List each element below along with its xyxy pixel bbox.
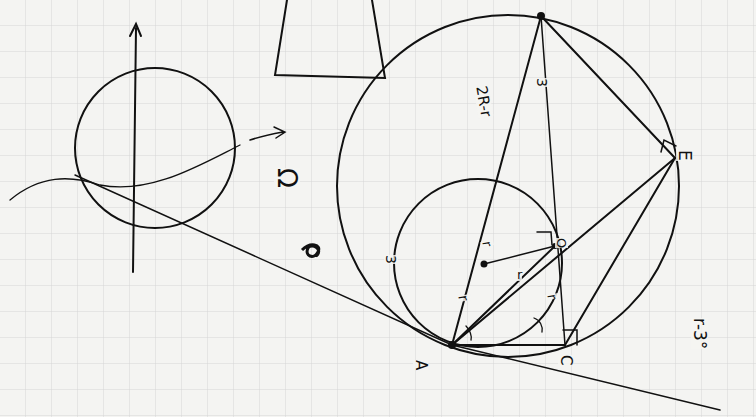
axis: [133, 28, 136, 272]
segment: [565, 158, 675, 345]
region-symbol: Ω: [274, 168, 300, 188]
angle-arc: [466, 326, 471, 340]
inner-circle: [394, 179, 562, 347]
segment: [541, 16, 565, 345]
point-label: 2R-r: [473, 85, 493, 118]
point-label: 3: [384, 255, 398, 264]
curved-arrow: [10, 145, 240, 200]
point: [448, 341, 456, 349]
axis-arrow: [130, 24, 141, 36]
right-angle: [537, 232, 552, 245]
right-angle: [563, 330, 577, 345]
point: [537, 12, 545, 20]
point: [481, 261, 488, 268]
segment: [452, 344, 565, 346]
point-label: C: [558, 355, 573, 365]
point-label: 3: [535, 78, 549, 87]
point-label: r-3°: [691, 318, 708, 349]
point-label: O: [555, 238, 568, 248]
right-angle: [661, 140, 676, 152]
segment: [452, 16, 541, 345]
big-circle: [337, 15, 679, 357]
scribble: [302, 245, 319, 256]
angle-arc: [534, 318, 542, 332]
radius: [484, 246, 555, 264]
tangent-line: [75, 175, 720, 410]
trapezoid: [275, 0, 385, 78]
point-label: E: [676, 150, 693, 161]
arrow-head: [250, 127, 285, 140]
left-circle: [75, 68, 235, 228]
segment: [452, 158, 675, 345]
point-label: A: [413, 360, 428, 370]
segment: [541, 16, 675, 158]
point-label: r: [517, 268, 522, 281]
segment: [452, 246, 555, 345]
